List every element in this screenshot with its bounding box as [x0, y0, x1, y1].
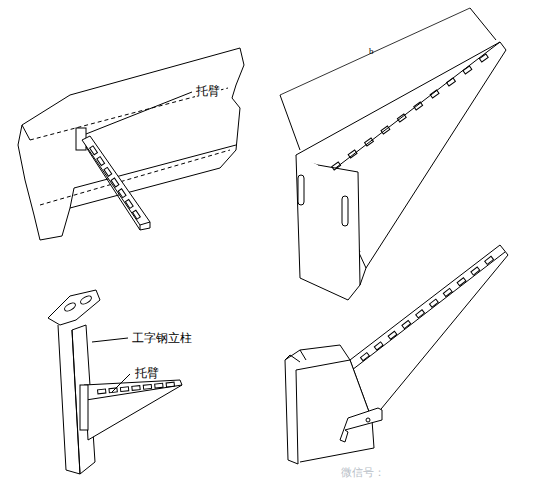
arm-slot — [402, 321, 411, 329]
hook-bracket-view — [285, 245, 508, 464]
arm-slot — [104, 167, 112, 176]
arm-slots — [332, 54, 488, 170]
arm-slot — [118, 189, 126, 198]
arm-slot — [416, 310, 425, 318]
arm-slot — [111, 178, 119, 187]
leader-lines — [86, 92, 192, 392]
arm-slot — [381, 126, 390, 134]
arm-slot — [125, 199, 133, 208]
watermark: 微信号： — [340, 466, 386, 479]
arm-slot — [463, 66, 472, 74]
arm-slot — [447, 78, 456, 86]
arm-slot — [414, 102, 423, 110]
part-label: 托臂 — [195, 84, 221, 98]
arm-slot — [98, 389, 106, 394]
arm-slot — [90, 146, 98, 155]
arm-slot — [361, 353, 370, 361]
arm-slot — [365, 138, 374, 146]
arm-slot — [397, 114, 406, 122]
arm-slot — [143, 384, 151, 389]
arm-slot — [471, 267, 480, 275]
arm-slot — [443, 288, 452, 296]
arm-slot — [133, 210, 141, 219]
arm-slots — [98, 382, 175, 394]
plate-bracket-view — [280, 8, 506, 300]
arm-slot — [348, 150, 357, 158]
arm-slot — [120, 387, 128, 392]
arm-slot — [430, 299, 439, 307]
arm-slot — [97, 157, 105, 166]
arm-slot — [166, 382, 174, 387]
dimension-label: b — [368, 46, 375, 57]
part-label: 工字钢立柱 — [131, 331, 193, 345]
arm-slot — [374, 342, 383, 350]
arm-slot — [132, 386, 140, 391]
arm-slot — [479, 54, 488, 62]
arm-slots — [361, 256, 494, 360]
arm-slot — [388, 331, 397, 339]
arm-slot — [485, 256, 494, 264]
part-label: 托臂 — [134, 366, 160, 380]
arm-slot — [430, 90, 439, 98]
arm-slot — [457, 278, 466, 286]
arm-slots — [90, 146, 141, 219]
column-bracket-view — [48, 290, 182, 474]
arm-slot — [155, 383, 163, 388]
wall-bracket-view — [18, 48, 244, 240]
arm-slot — [332, 162, 341, 170]
